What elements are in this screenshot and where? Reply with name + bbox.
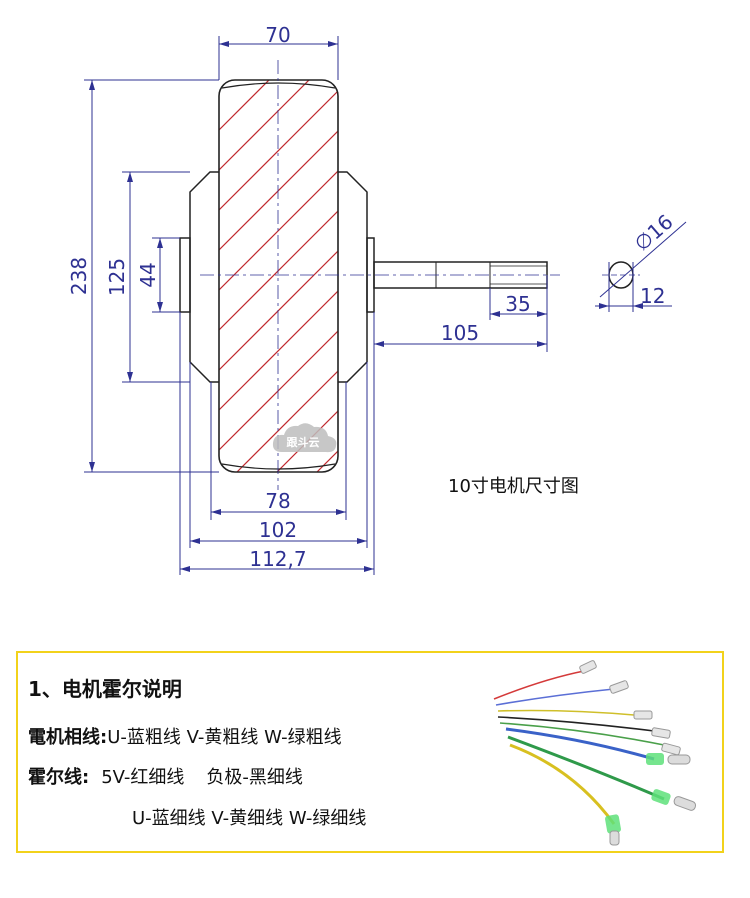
dim-shaft-length: 105: [441, 321, 479, 345]
dim-height-hub: 44: [136, 262, 160, 287]
dim-width-top: 70: [265, 23, 290, 47]
hall-wire-label: 霍尔线:: [28, 767, 90, 788]
watermark-text: 跟斗云: [287, 436, 320, 449]
side-cover-left: [179, 171, 219, 383]
info-title: 1、电机霍尔说明: [28, 677, 182, 701]
side-cover-right: [338, 171, 375, 383]
phase-wire-text: U-蓝粗线 V-黄粗线 W-绿粗线: [107, 727, 342, 748]
dim-flat-width: 12: [640, 284, 665, 308]
shaft-section-view: [595, 221, 687, 312]
dim-width-78: 78: [265, 489, 290, 513]
hall-power-text: 5V-红细线: [101, 767, 185, 788]
cloud-watermark: 跟斗云: [272, 423, 337, 453]
dim-width-102: 102: [259, 518, 297, 542]
phase-wire-label: 電机相线:: [28, 727, 108, 748]
dim-height-stator: 125: [105, 258, 129, 296]
drawing-caption: 10寸电机尺寸图: [448, 476, 579, 497]
dim-height-overall: 238: [67, 257, 91, 295]
dimension-arrows: [89, 41, 547, 572]
dimension-lines: [84, 36, 548, 575]
phase-wire-line: 電机相线:U-蓝粗线 V-黄粗线 W-绿粗线: [28, 723, 342, 749]
wire-harness-photo: [493, 660, 697, 846]
dim-width-112: 112,7: [249, 547, 306, 571]
hall-wire-line: 霍尔线: 5V-红细线负极-黑细线: [28, 763, 303, 789]
dim-shaft-end: 35: [505, 292, 530, 316]
hall-info-box: 1、电机霍尔说明 電机相线:U-蓝粗线 V-黄粗线 W-绿粗线 霍尔线: 5V-红…: [16, 651, 724, 853]
centerlines: [200, 60, 560, 490]
motor-dimension-drawing: 70 238 125 44 35 105 78 102 112,7 ∅16 12…: [67, 23, 687, 575]
dim-shaft-diameter: ∅16: [630, 210, 678, 256]
hall-signal-line: U-蓝细线 V-黄细线 W-绿细线: [132, 808, 367, 829]
hall-ground-text: 负极-黑细线: [206, 767, 303, 788]
